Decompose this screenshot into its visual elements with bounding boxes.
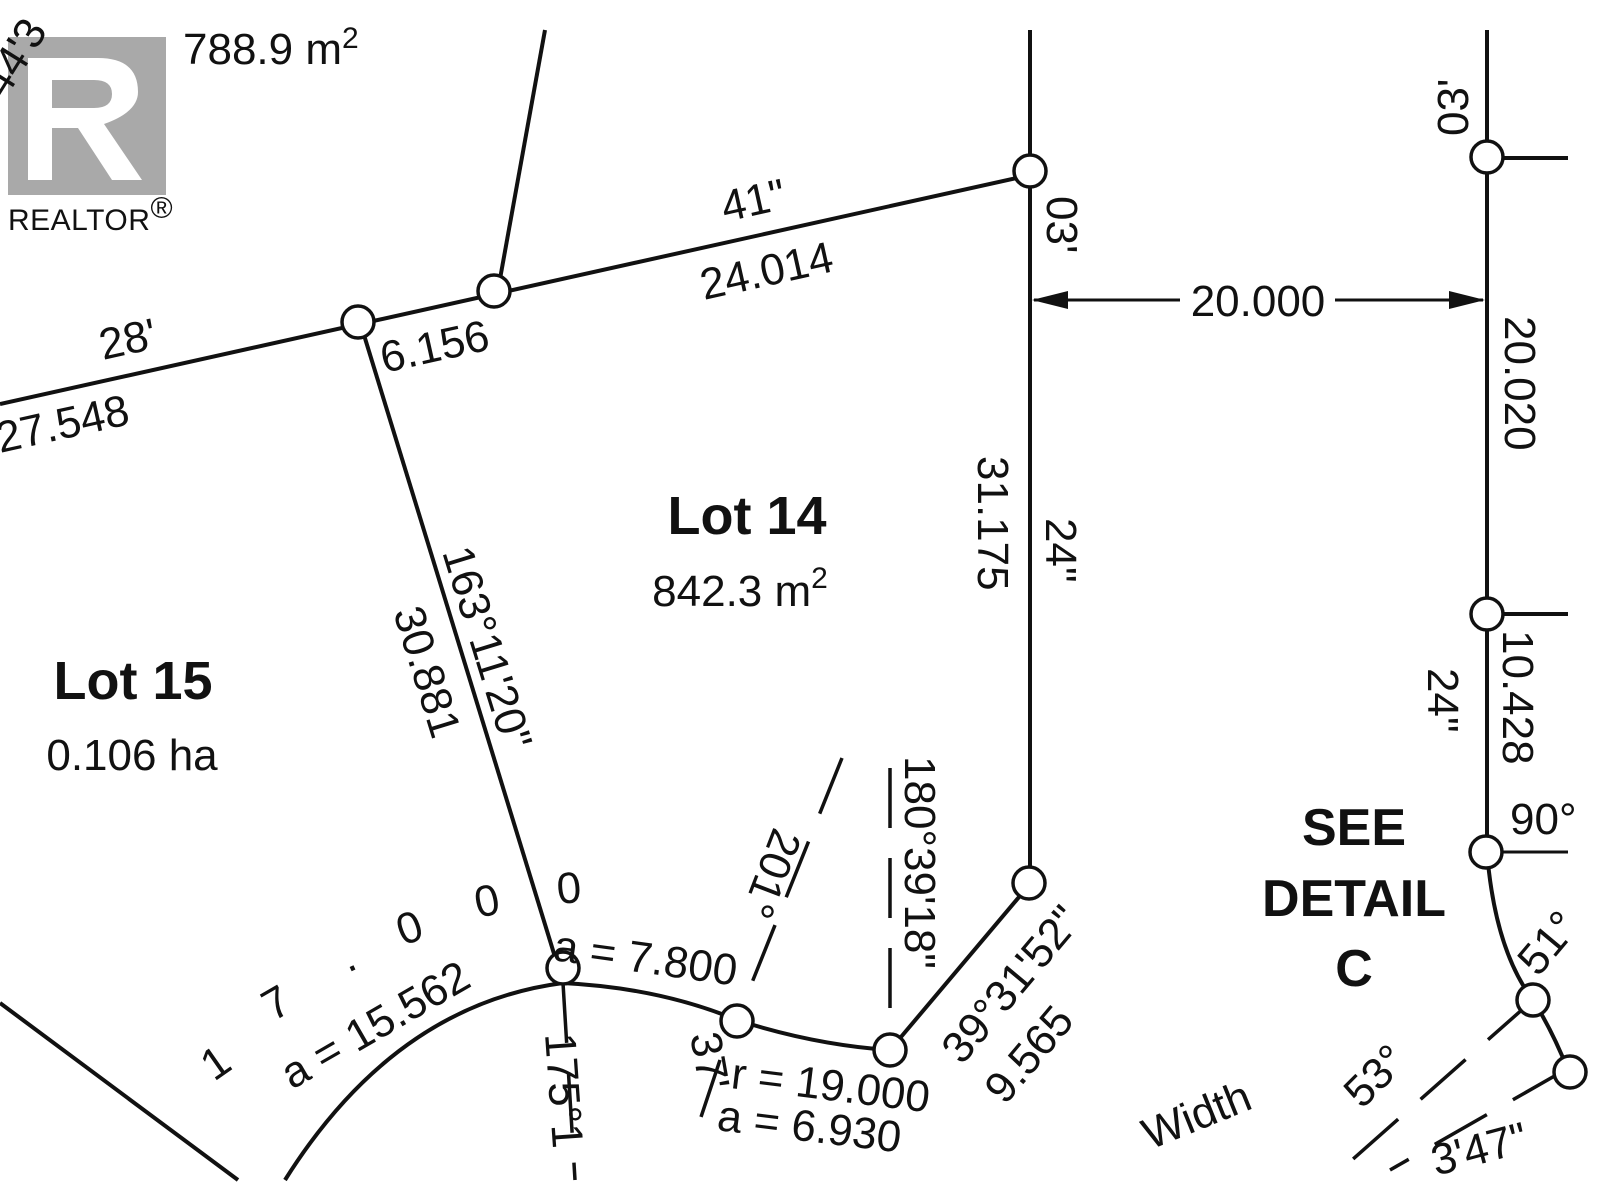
left-segment-bearing: 28' [95,310,162,370]
arc-bearing-fragment: 37' [680,1028,738,1093]
spaced-digit: 7 [254,976,300,1031]
arrowhead-left-icon [1032,291,1068,309]
see-detail-note: SEE DETAIL C [1262,799,1446,998]
lot-15-area: 0.106 ha [46,731,218,780]
left-segment-distance: 27.548 [0,386,134,463]
east-line-bearing-seconds: 24" [1036,518,1085,583]
fragment-47-label: 3'47" [1426,1113,1533,1186]
radial-line-175 [561,982,577,1181]
dimension-labels: 41" 24.014 28' 27.548 6.156 03' 24" 31.1… [0,79,1588,1186]
boundary-line-west [358,321,565,984]
radial-bearing-201: 201° [732,822,810,925]
top-left-area: 788.9 m2 [183,22,359,74]
dimension-label-gap [1180,275,1335,325]
right-angle-label: 90° [1510,795,1577,844]
monument-marker [1012,153,1048,189]
radial-bearing-180: 180°39'18" [895,756,944,969]
monument-marker [340,304,376,340]
monument-marker [1468,834,1504,870]
monument-marker [476,273,512,309]
monument-marker [545,950,581,986]
radial-lines [561,757,1566,1181]
short-segment-distance: 6.156 [376,311,494,383]
right-line-bearing-minutes: 03' [1429,79,1478,136]
angle-51-label: 51° [1508,902,1588,984]
boundary-line-top [0,173,1031,406]
east-line-distance: 31.175 [968,456,1017,591]
monument-marker [1552,1054,1588,1090]
monument-marker [1469,596,1505,632]
see-detail-line-3: C [1335,940,1373,998]
monument-marker [1469,139,1505,175]
angle-53-label: 53° [1334,1035,1416,1117]
spaced-digit: 0 [390,901,430,955]
arc-boundary [283,980,891,1182]
spaced-digit: 0 [470,875,504,928]
width-label: Width [1135,1072,1258,1160]
top-boundary-bearing: 41" [717,170,791,232]
road-width-dimension: 20.000 [1032,275,1485,326]
survey-monuments [340,139,1588,1090]
lot-14-area: 842.3 m2 [652,562,828,616]
road-width-label: 20.000 [1191,277,1326,326]
boundary-line-far-left [0,1001,240,1182]
lot-15-title: Lot 15 [53,651,212,711]
boundary-line-chord [888,882,1032,1052]
east-line-bearing-minutes: 03' [1037,196,1086,253]
monument-marker [719,1003,755,1039]
spaced-digit: 1 [192,1036,240,1090]
spaced-digit: . [332,932,364,982]
see-detail-line-1: SEE [1302,799,1406,857]
monument-marker [1515,982,1551,1018]
realtor-wordmark: REALTOR® [8,192,173,237]
monument-marker [872,1032,908,1068]
radial-line-bottom [1389,1068,1566,1172]
spaced-digit: 0 [555,863,584,914]
radial-line-lower-left [693,1059,722,1136]
right-line-distance: 20.020 [1495,316,1544,451]
see-detail-line-2: DETAIL [1262,870,1446,928]
monument-marker [1011,865,1047,901]
radial-line-53 [1333,998,1535,1177]
realtor-r-letter [28,58,142,180]
arrowhead-right-icon [1449,291,1485,309]
right-lower-distance: 10.428 [1493,630,1542,765]
arc-length-label-2: a = 15.562 [273,952,479,1099]
realtor-logo: REALTOR® [8,37,173,237]
radial-bearing-175: 175°1 [535,1031,592,1150]
radial-line-201 [735,757,844,1021]
lot-14-title: Lot 14 [667,486,826,546]
right-lower-bearing: 24" [1418,668,1467,733]
boundary-line-upper-left [496,29,547,291]
